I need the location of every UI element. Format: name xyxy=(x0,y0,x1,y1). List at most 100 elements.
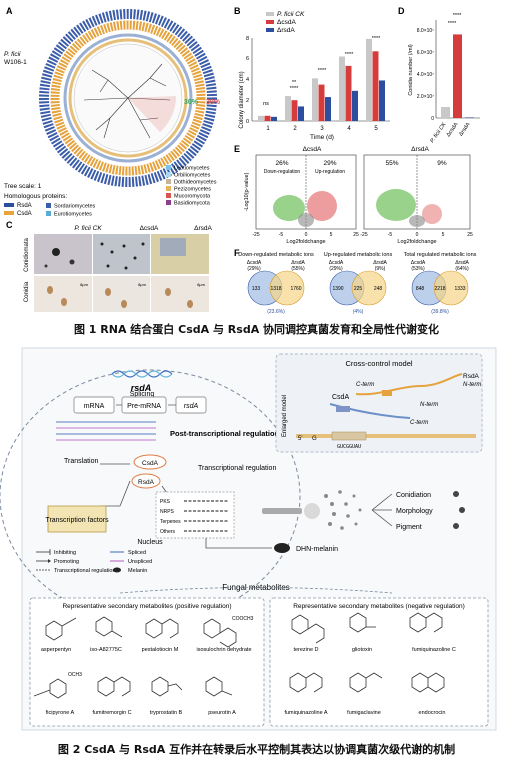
neg-compound-3: fumiquinazoline A xyxy=(284,710,327,716)
svg-text:3: 3 xyxy=(320,126,324,132)
output-icons xyxy=(453,491,465,529)
panel-e-label: E xyxy=(234,144,240,154)
sig-day4: **** xyxy=(345,52,354,58)
panel-e-ylabel: -Log10(p-value) xyxy=(244,172,250,211)
splicing-label: Splicing xyxy=(130,391,155,398)
melanin-icon xyxy=(274,543,290,553)
svg-text:4.0×10⁷: 4.0×10⁷ xyxy=(417,72,434,78)
legend-class-0: Sordariomycetes xyxy=(54,204,96,210)
fig2-legend: Inhibiting Promoting Transcriptional reg… xyxy=(36,549,152,574)
legend-protein-rsda: RsdA xyxy=(17,203,32,209)
venn-2-left-pct: (29%) xyxy=(329,266,343,272)
output-conidiation: Conidiation xyxy=(396,492,431,499)
rsda-gene-label: rsdA xyxy=(184,403,199,410)
tf-box xyxy=(47,505,107,533)
legend-protein-csda: CsdA xyxy=(17,211,32,217)
csda-protein-label: CsdA xyxy=(142,460,159,467)
volcano-1-down-label: Down-regulation xyxy=(264,169,301,175)
protein-legend: RsdA CsdA xyxy=(4,203,32,217)
venn-2-right-only: 248 xyxy=(374,286,383,292)
legend-melanin: Melanin xyxy=(128,568,147,574)
volcano-csda: ΔcsdA 26% 29% Down-regulation Up-regulat… xyxy=(252,146,359,245)
bar-day5-series1 xyxy=(372,51,379,121)
panel-d-label: D xyxy=(398,6,405,16)
panel-b-xlabel: Time (d) xyxy=(310,134,334,141)
tx-reg-label: Transcriptional regulation xyxy=(198,465,276,472)
conidia-bar-0 xyxy=(441,107,450,118)
venn-2-overlap-pct: (4%) xyxy=(353,309,364,315)
venn-3-left: ΔcsdA xyxy=(411,260,426,266)
legend-inhibiting: Inhibiting xyxy=(54,550,76,556)
bar-day1-series1 xyxy=(264,115,271,121)
legend-class-7: Basidiomycota xyxy=(174,201,211,207)
venn-1-overlap-pct: (23.6%) xyxy=(267,309,285,315)
volcano-1-title: ΔcsdA xyxy=(303,146,322,153)
cross-title: Cross-control model xyxy=(345,359,412,368)
venn-3-overlap: 2218 xyxy=(434,286,445,292)
strain-label: W106-1 xyxy=(4,59,27,66)
panel-b-label: B xyxy=(234,6,241,16)
pct-red-label: 30% xyxy=(206,99,221,106)
bar-day4-series1 xyxy=(345,65,352,121)
bar-day5-series2 xyxy=(379,80,385,121)
venn-2-title: Up-regulated metabolic ions xyxy=(324,252,393,258)
species-label: P. ficii xyxy=(4,51,21,58)
sig-day5: **** xyxy=(372,36,381,42)
scale-bar-1: 8μm xyxy=(80,282,89,287)
cc-cterm1: C-term xyxy=(356,382,374,388)
pos-compound-2: pestalotiocin M xyxy=(142,647,179,653)
svg-text:8.0×10⁷: 8.0×10⁷ xyxy=(417,28,434,34)
venn-1-left: ΔcsdA xyxy=(247,260,262,266)
venn-2-right-pct: (9%) xyxy=(375,266,386,272)
volcano-1-up-label: Up-regulation xyxy=(315,169,345,175)
legend-csda: ΔcsdA xyxy=(277,19,296,26)
figure-2-caption: 图 2 CsdA 与 RsdA 互作并在转录后水平控制其表达以协调真菌次级代谢的… xyxy=(57,743,456,756)
volcano-2-down-pct: 55% xyxy=(385,160,398,167)
cc-csda: CsdA xyxy=(332,394,349,401)
panel-d-xticks: P. ficii CK ΔcsdA ΔrsdA xyxy=(429,121,471,144)
legend-class-5: Pezizomycetes xyxy=(174,187,211,193)
svg-text:0: 0 xyxy=(431,116,434,122)
venn-3-right-pct: (64%) xyxy=(455,266,469,272)
conidia-bar-1 xyxy=(453,34,462,118)
svg-text:2: 2 xyxy=(246,98,249,104)
svg-text:-25: -25 xyxy=(360,232,367,238)
bar-day2-series0 xyxy=(285,96,291,121)
svg-text:5: 5 xyxy=(330,232,333,238)
svg-text:0: 0 xyxy=(305,232,308,238)
dhn-label: DHN-melanin xyxy=(296,546,338,553)
positive-structures xyxy=(33,616,237,699)
panel-d-ylabel: Conidia number (/ml) xyxy=(408,44,414,96)
d-cat-2: ΔrsdA xyxy=(458,121,472,137)
gene-label: rsdA xyxy=(131,383,152,393)
pos-compound-6: tryprostatin B xyxy=(150,710,183,716)
neg-compound-4: fumigaclavine xyxy=(347,710,381,716)
pos-compound-0: asperpentyn xyxy=(41,647,71,653)
legend-ck: P. ficii CK xyxy=(277,11,305,18)
venn-3-left-only: 848 xyxy=(416,286,425,292)
svg-text:0: 0 xyxy=(246,119,249,125)
volcano-2-title: ΔrsdA xyxy=(411,146,429,153)
enlarged-label: Enlarged model xyxy=(282,395,288,437)
venn-3-overlap-pct: (39.8%) xyxy=(431,309,449,315)
legend-class-2: Leotiomycetes xyxy=(174,166,210,172)
neg-compound-5: endocrocin xyxy=(419,710,446,716)
cluster-nrps: NRPS xyxy=(160,509,175,515)
mrna-box xyxy=(73,396,115,414)
d-cat-0: P. ficii CK xyxy=(429,121,447,144)
cc-rsda: RsdA xyxy=(463,373,480,380)
bar-day5-series0 xyxy=(366,38,372,122)
venn-2-right: ΔrsdA xyxy=(373,260,387,266)
venn-1-left-pct: (29%) xyxy=(247,266,261,272)
neg-compound-1: gliotoxin xyxy=(352,647,372,653)
rsda-protein-node xyxy=(131,473,161,489)
panel-f-label: F xyxy=(234,248,240,258)
conidia-micrographs: 8μm 8μm 8μm xyxy=(34,276,209,312)
legend-class-4: Dothideomycetes xyxy=(174,180,217,186)
venn-2-overlap: 225 xyxy=(354,286,363,292)
scale-bar-3: 8μm xyxy=(197,282,206,287)
volcano-2-xlabel: Log2foldchange xyxy=(397,239,436,245)
rsda-protein-label: RsdA xyxy=(138,479,155,486)
